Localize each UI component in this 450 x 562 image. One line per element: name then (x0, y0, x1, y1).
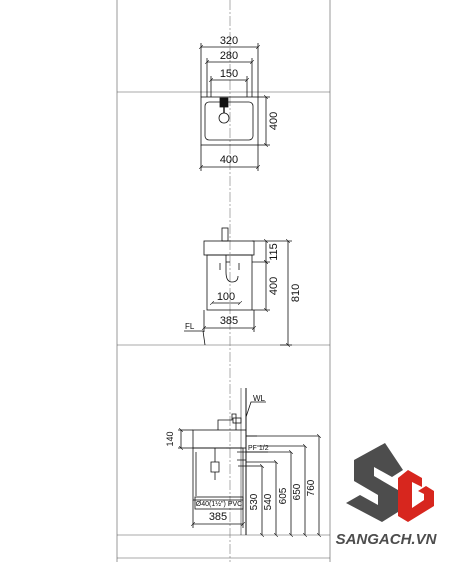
dim-400-depth: 400 (268, 112, 280, 130)
dim-810: 810 (290, 284, 302, 302)
dim-150: 150 (220, 68, 238, 80)
logo-g-mark (398, 470, 434, 522)
dim-115: 115 (268, 243, 280, 261)
level-530: 530 (249, 493, 260, 510)
dim-400-height: 400 (268, 277, 280, 295)
top-view (201, 43, 270, 171)
dim-320: 320 (220, 35, 238, 47)
level-540: 540 (263, 493, 274, 510)
dim-140: 140 (165, 431, 175, 446)
water-level-label: WL (253, 394, 266, 403)
logo-s-mark (346, 443, 403, 522)
level-760: 760 (306, 479, 317, 496)
dim-280: 280 (220, 50, 238, 62)
level-650: 650 (292, 483, 303, 500)
frame-lines (116, 0, 331, 562)
front-view (178, 388, 319, 535)
floor-label: FL (185, 322, 195, 331)
sangach-logo: SANGACH.VN (336, 443, 438, 548)
dim-100: 100 (217, 291, 235, 303)
dim-385-front: 385 (209, 511, 227, 523)
drain-label: Ø40(1½") PVC (196, 500, 242, 508)
dim-385-side: 385 (220, 315, 238, 327)
level-605: 605 (278, 487, 289, 504)
brand-name: SANGACH.VN (336, 531, 438, 548)
pipe-label: PF 1/2 (248, 445, 269, 452)
dim-400-width: 400 (220, 154, 238, 166)
side-view (184, 227, 292, 345)
